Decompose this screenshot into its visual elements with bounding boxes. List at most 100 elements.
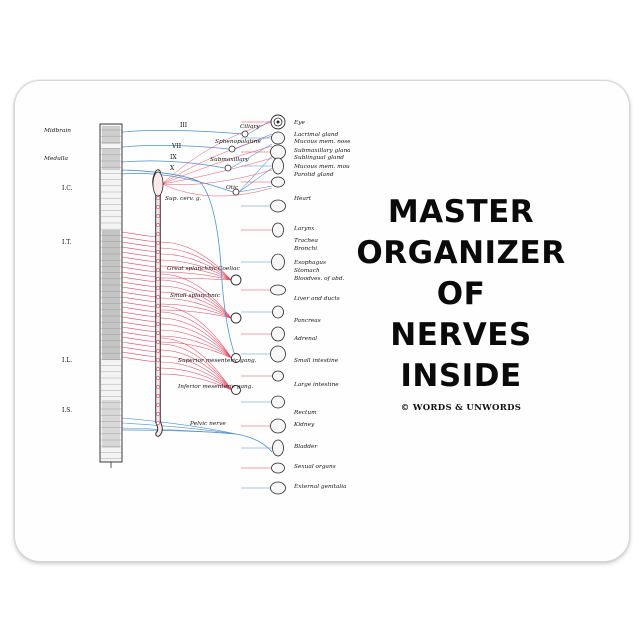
label-organ: Bladder [293, 444, 318, 450]
chain-ganglion [156, 367, 160, 371]
superior-cervical-ganglion [152, 171, 164, 197]
label-organ: Kidney [293, 422, 315, 428]
splanchnic-nerve [159, 349, 232, 391]
organ-shape [270, 481, 286, 495]
organ-shape [272, 222, 284, 238]
spinal-ramus [121, 326, 157, 333]
label-cranial-numeral: VII [171, 143, 182, 150]
label-cranial-numeral: III [180, 122, 188, 129]
label-cranial-numeral: X [170, 165, 175, 172]
splanchnic-nerve [159, 337, 232, 391]
organ-shape [270, 199, 286, 213]
spinal-ramus [121, 291, 157, 298]
organ-shape [270, 418, 286, 434]
label-ganglion: Ciliary [240, 124, 260, 130]
label-organ: Stomach [294, 268, 320, 274]
splanchnic-nerve [159, 343, 232, 391]
spinal-ramus [121, 296, 157, 303]
sacral-outflow [121, 417, 237, 435]
label-organ: Parotid gland [293, 172, 334, 178]
cranial-ganglion [228, 145, 236, 153]
spinal-ramus [121, 261, 157, 268]
organ-shape [271, 395, 285, 409]
label-organ: Small intestine [294, 358, 339, 364]
label-ganglion: Coeliac [218, 266, 241, 272]
label-organ: Submaxillary gland [294, 148, 350, 154]
copyright-notice: © WORDS & UNWORDS [400, 403, 522, 413]
prevertebral-ganglion [231, 353, 241, 363]
label-midbrain: Midbrain [43, 128, 71, 134]
spinal-ramus [121, 236, 157, 243]
chain-ganglion [156, 376, 160, 380]
sacral-outflow [121, 422, 237, 435]
chain-ganglion [156, 394, 160, 398]
cervical-fiber [161, 121, 273, 185]
label-organ: External genitalia [293, 484, 347, 490]
label-spinal-region: I.T. [62, 239, 71, 246]
chain-ganglion [156, 313, 160, 317]
diagram-svg: MidbrainMedullaI.C.I.T.I.L.I.S.IIIVIIIXX… [43, 114, 384, 495]
label-cranial-numeral: IX [170, 154, 177, 161]
splanchnic-nerve [159, 297, 232, 319]
organ-shape [270, 284, 286, 296]
splanchnic-nerve [159, 247, 232, 281]
chain-ganglion [156, 403, 160, 407]
label-organ: Trachea [294, 238, 319, 244]
spinal-ramus [121, 306, 157, 313]
label-ganglion: Inferior mesenteric gang. [177, 384, 253, 390]
chain-ganglion [156, 385, 160, 389]
splanchnic-nerve [159, 367, 232, 391]
chain-ganglion [156, 214, 160, 218]
spinal-ramus [121, 231, 157, 238]
organ-shape [271, 176, 285, 188]
label-spinal-region: I.L. [62, 357, 72, 364]
label-organ: Adrenal [293, 336, 317, 342]
organ-shape [270, 144, 286, 160]
splanchnic-nerve [159, 271, 232, 281]
pupil-icon [276, 120, 280, 124]
chain-ganglion [156, 196, 160, 200]
splanchnic-nerve [159, 355, 232, 391]
chain-ganglion [156, 268, 160, 272]
splanchnic-nerve [159, 329, 232, 359]
label-organ: Bloodves. of abd. [293, 276, 345, 282]
chain-ganglion [156, 331, 160, 335]
chain-ganglion [156, 250, 160, 254]
chain-ganglion [156, 412, 160, 416]
organ-shape [271, 326, 285, 342]
post-ganglionic-fiber [247, 119, 273, 135]
slogan-line-1: MASTER [387, 194, 535, 230]
splanchnic-nerve [159, 373, 232, 391]
label-organ: Heart [293, 196, 312, 202]
cranial-ganglion [241, 130, 249, 138]
organ-shape [272, 439, 284, 457]
spinal-ramus [121, 256, 157, 263]
chain-ganglion [156, 322, 160, 326]
slogan-block: MASTER ORGANIZER OF NERVES INSIDE © WORD… [346, 192, 576, 413]
label-spinal-region: I.S. [62, 407, 72, 414]
prevertebral-ganglion [230, 274, 242, 286]
splanchnic-nerve [159, 265, 232, 281]
cranial-nerve [121, 160, 226, 169]
chain-ganglion [156, 340, 160, 344]
chain-ganglion [156, 304, 160, 308]
organ-shape [271, 253, 285, 271]
chain-ganglion [156, 205, 160, 209]
splanchnic-nerve [159, 259, 232, 281]
cervical-fiber [161, 183, 273, 197]
splanchnic-nerve [159, 309, 232, 319]
midbrain-block [102, 126, 120, 144]
splanchnic-nerve [159, 273, 232, 319]
spinal-ramus [121, 246, 157, 253]
chain-ganglion [156, 259, 160, 263]
cervical-fiber [161, 145, 273, 185]
label-organ: Lacrimal gland [293, 132, 339, 138]
spinal-ramus [121, 341, 157, 348]
post-ganglionic-fiber [238, 167, 273, 193]
cranial-ganglion [224, 164, 232, 172]
splanchnic-nerve [159, 303, 232, 319]
label-organ: Eye [293, 120, 306, 126]
spinal-ramus [121, 276, 157, 283]
iris-icon [273, 117, 283, 127]
